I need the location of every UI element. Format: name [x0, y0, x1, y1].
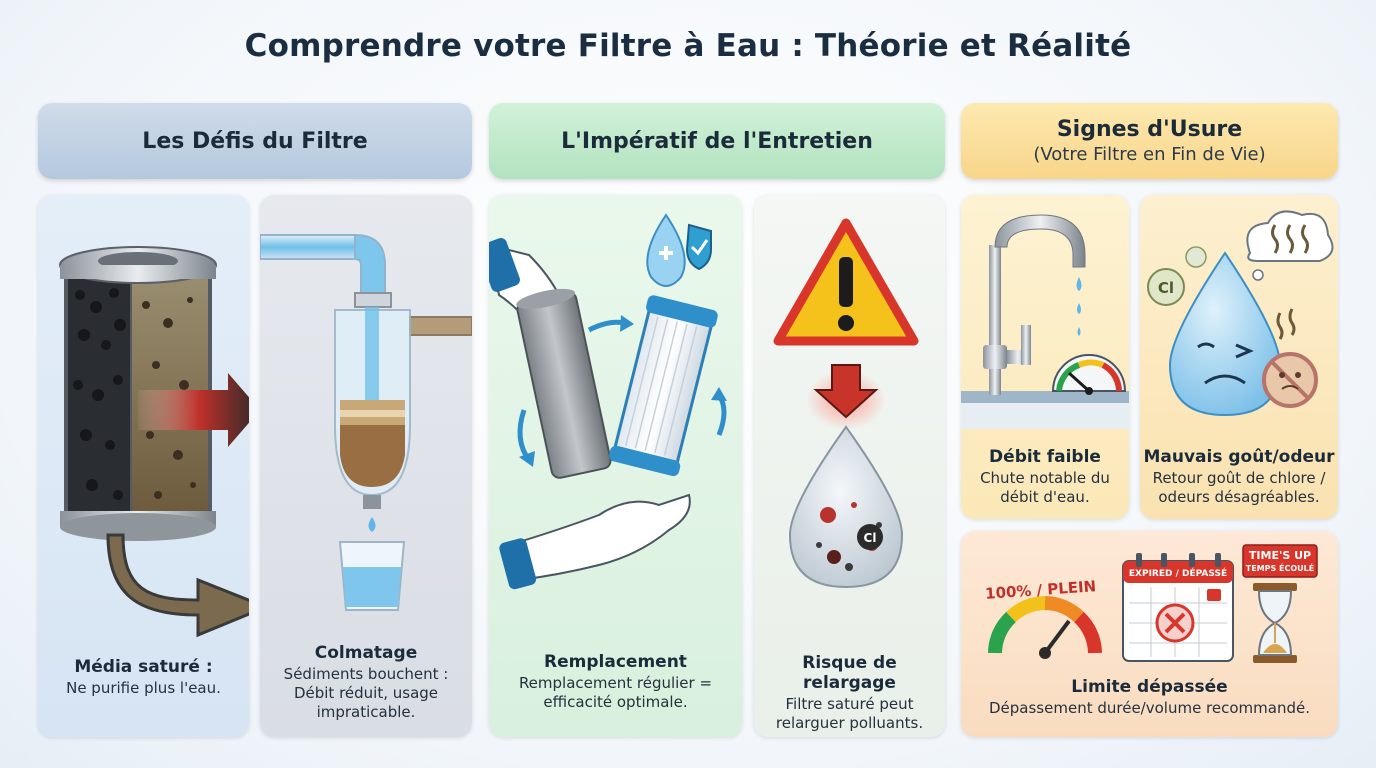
caption-gout: Mauvais goût/odeur Retour goût de chlore…	[1140, 447, 1338, 507]
caption-media: Média saturé : Ne purifie plus l'eau.	[38, 657, 249, 698]
page-title: Comprendre votre Filtre à Eau : Théorie …	[244, 28, 1132, 64]
card-title-colmatage: Colmatage	[314, 643, 418, 663]
card-title-remplacement: Remplacement	[544, 652, 687, 672]
section-title-usure: Signes d'Usure	[1056, 117, 1243, 142]
card-desc-limite: Dépassement durée/volume recommandé.	[989, 699, 1310, 717]
drop-shield-icon	[646, 213, 712, 287]
chlore-molecule-label: Cl	[864, 531, 877, 545]
chlore-bubble-icon	[1147, 268, 1185, 306]
card-title-limite: Limite dépassée	[1071, 677, 1228, 697]
card-title-debit: Débit faible	[989, 447, 1101, 467]
caption-debit: Débit faible Chute notable du débit d'ea…	[961, 447, 1129, 507]
section-header-entretien: L'Impératif de l'Entretien	[489, 103, 945, 179]
card-relargage: Cl Risque de relargage Filtre saturé peu…	[754, 195, 945, 737]
hourglass-icon: TIME'S UP TEMPS ÉCOULÉ	[1242, 544, 1318, 663]
filter-replacement-illustration	[489, 213, 727, 590]
timer-label-2: TEMPS ÉCOULÉ	[1246, 562, 1315, 573]
section-header-defis: Les Défis du Filtre	[38, 103, 472, 179]
card-mauvais-gout: Cl Mauvais goût/odeur Retour goût de chl…	[1140, 195, 1338, 519]
calendar-label: EXPIRED / DÉPASSÉ	[1129, 567, 1227, 579]
card-desc-relargage: Filtre saturé peut relarguer polluants.	[775, 695, 924, 732]
card-limite-depassee: 100% / PLEIN EXPIRED / DÉPASSÉ	[961, 531, 1338, 737]
section-header-usure: Signes d'Usure (Votre Filtre en Fin de V…	[961, 103, 1338, 179]
caption-remplacement: Remplacement Remplacement régulier = eff…	[489, 652, 742, 712]
card-debit-faible: Débit faible Chute notable du débit d'ea…	[961, 195, 1129, 519]
card-media-sature: Média saturé : Ne purifie plus l'eau.	[38, 195, 249, 737]
card-remplacement: Remplacement Remplacement régulier = eff…	[489, 195, 742, 737]
bad-taste-drop-illustration: Cl	[1147, 210, 1334, 417]
section-subtitle-usure: (Votre Filtre en Fin de Vie)	[1033, 144, 1266, 165]
card-desc-remplacement: Remplacement régulier = efficacité optim…	[518, 674, 713, 711]
timer-label-1: TIME'S UP	[1249, 549, 1311, 562]
card-colmatage: Colmatage Sédiments bouchent : Débit réd…	[260, 195, 472, 737]
card-title-media: Média saturé :	[74, 657, 213, 677]
full-gauge-icon: 100% / PLEIN	[985, 577, 1102, 659]
release-risk-illustration: Cl	[773, 218, 919, 589]
chlore-bubble-label: Cl	[1158, 279, 1174, 297]
card-desc-media: Ne purifie plus l'eau.	[66, 679, 221, 697]
expired-calendar-icon: EXPIRED / DÉPASSÉ	[1122, 553, 1234, 662]
card-desc-colmatage: Sédiments bouchent : Débit réduit, usage…	[283, 665, 449, 721]
caption-relargage: Risque de relargage Filtre saturé peut r…	[754, 653, 945, 733]
smell-cloud-icon	[1246, 210, 1334, 262]
limit-exceeded-illustration: 100% / PLEIN EXPIRED / DÉPASSÉ	[985, 544, 1318, 663]
saturated-cartridge-illustration	[59, 246, 249, 638]
card-title-relargage: Risque de relargage	[802, 653, 897, 693]
card-title-gout: Mauvais goût/odeur	[1143, 447, 1335, 467]
no-smell-icon	[1262, 308, 1318, 408]
low-flow-faucet-illustration	[961, 214, 1129, 429]
sad-drop-icon	[1168, 251, 1282, 417]
card-desc-debit: Chute notable du débit d'eau.	[980, 469, 1110, 506]
card-desc-gout: Retour goût de chlore / odeurs désagréab…	[1152, 469, 1326, 506]
clogged-filter-illustration	[260, 233, 472, 611]
section-title-defis: Les Défis du Filtre	[142, 128, 368, 154]
caption-colmatage: Colmatage Sédiments bouchent : Débit réd…	[260, 643, 472, 722]
section-title-entretien: L'Impératif de l'Entretien	[561, 128, 873, 154]
caption-limite: Limite dépassée Dépassement durée/volume…	[961, 677, 1338, 718]
